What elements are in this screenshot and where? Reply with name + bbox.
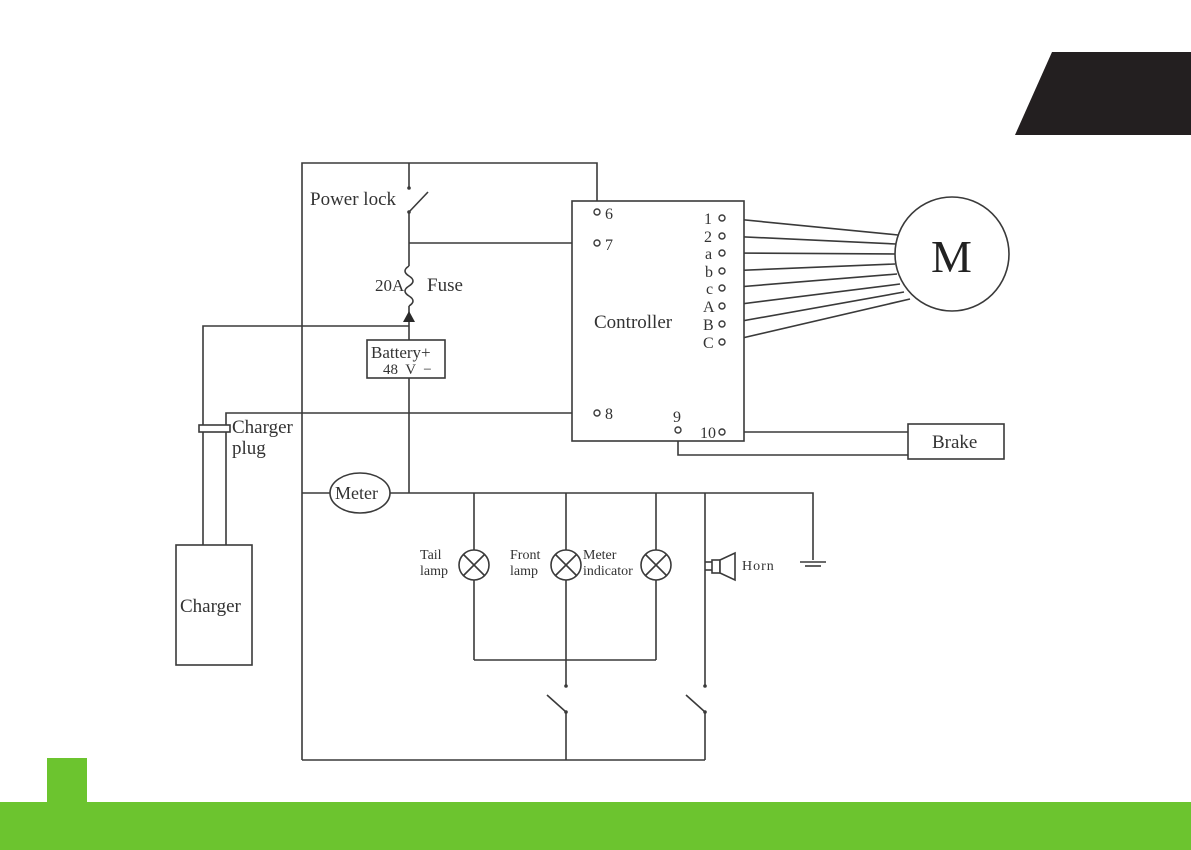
arrow-icon <box>403 311 415 322</box>
charger-plug-connector <box>198 424 231 433</box>
battery-voltage: 48 V − <box>383 362 432 378</box>
battery-label: Battery+ <box>371 343 431 362</box>
charger-box <box>175 544 253 666</box>
fuse-label: Fuse <box>427 275 463 296</box>
pin-terminal <box>718 428 726 436</box>
pin-label: 2 <box>704 229 712 246</box>
meter-indicator-lamp-icon <box>640 549 672 581</box>
controller-box <box>571 200 745 442</box>
pin-label: 9 <box>673 409 681 426</box>
switch-contact <box>564 684 568 688</box>
pin-label: 8 <box>605 406 613 423</box>
charger-label: Charger <box>180 596 242 617</box>
pin-terminal <box>593 239 601 247</box>
pin-terminal <box>593 208 601 216</box>
front-lamp-label-2: lamp <box>510 564 538 579</box>
tail-lamp-label: Tail <box>420 548 442 563</box>
pin-label: 6 <box>605 206 613 223</box>
meter-symbol <box>329 472 391 514</box>
brake-label: Brake <box>932 432 977 453</box>
meter-label: Meter <box>335 483 378 503</box>
charger-plug-label-2: plug <box>232 438 266 459</box>
switch-contact <box>564 710 568 714</box>
pin-label: A <box>703 299 715 316</box>
pin-label: b <box>705 264 713 281</box>
fuse-rating-label: 20A <box>375 276 405 295</box>
tail-lamp-icon <box>458 549 490 581</box>
battery-box <box>366 339 446 379</box>
switch-contact <box>703 684 707 688</box>
charger-plug-label: Charger <box>232 417 294 438</box>
switch-contact <box>703 710 707 714</box>
pin-label: c <box>706 281 713 298</box>
pin-terminal <box>674 426 682 434</box>
horn-label: Horn <box>742 559 775 574</box>
switch-contact <box>407 210 411 214</box>
footer-bar <box>0 802 1191 850</box>
pin-label: C <box>703 335 714 352</box>
motor-pins: 1 2 a b c A B C <box>703 211 726 352</box>
brake-box <box>907 423 1005 460</box>
switch-contact <box>407 186 411 190</box>
pin-label: 10 <box>700 425 716 442</box>
horn-icon <box>705 551 736 582</box>
front-lamp-label: Front <box>510 548 540 563</box>
front-lamp-icon <box>550 549 582 581</box>
pin-terminal <box>593 409 601 417</box>
controller-label: Controller <box>594 312 673 333</box>
footer-tab-decoration <box>47 758 87 804</box>
pin-label: 1 <box>704 211 712 228</box>
motor-symbol <box>894 196 1010 312</box>
pin-label: 7 <box>605 237 613 254</box>
pin-label: B <box>703 317 714 334</box>
motor-label: M <box>931 231 972 282</box>
wires <box>202 162 911 761</box>
meter-indicator-label-2: indicator <box>583 564 633 579</box>
power-lock-label: Power lock <box>310 189 397 210</box>
tail-lamp-label-2: lamp <box>420 564 448 579</box>
meter-indicator-label: Meter <box>583 548 617 563</box>
pin-label: a <box>705 246 712 263</box>
